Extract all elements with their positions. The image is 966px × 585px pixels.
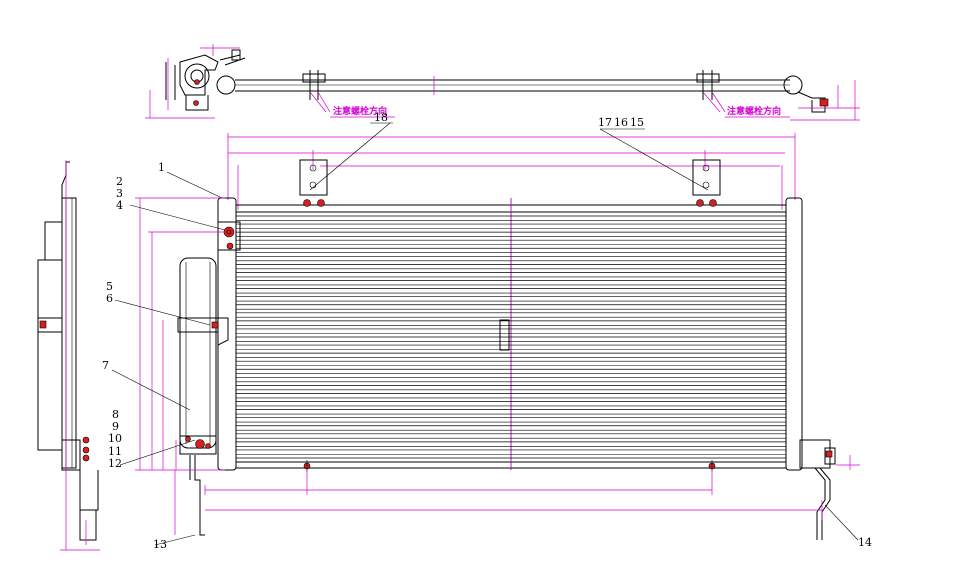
note-bolt-direction-left: 注意螺栓方向	[333, 105, 387, 117]
part-number-13: 13	[153, 538, 167, 551]
part-number-15: 15	[630, 116, 644, 129]
part-number-14: 14	[858, 536, 872, 549]
part-number-10: 10	[108, 432, 122, 445]
part-number-9: 9	[112, 420, 119, 433]
side-view	[37, 160, 100, 551]
part-number-17: 17	[598, 116, 612, 129]
part-number-16: 16	[614, 116, 628, 129]
condenser-tubes	[236, 215, 786, 459]
part-number-8: 8	[112, 408, 119, 421]
part-number-4: 4	[116, 199, 123, 212]
note-bolt-direction-right: 注意螺栓方向	[727, 105, 781, 117]
part-number-3: 3	[116, 187, 123, 200]
part-number-5: 5	[106, 280, 113, 293]
top-view: 注意螺栓方向 注意螺栓方向	[145, 44, 860, 121]
part-number-12: 12	[108, 457, 122, 470]
front-view: 1 2 3 4 5 6 7 8 9 10 11 12 13 14 15 16 1…	[102, 111, 872, 551]
part-number-1: 1	[158, 161, 165, 174]
part-number-7: 7	[102, 359, 109, 372]
part-number-18: 18	[374, 111, 388, 124]
part-number-11: 11	[108, 445, 122, 458]
part-number-2: 2	[116, 175, 123, 188]
part-number-6: 6	[106, 292, 113, 305]
